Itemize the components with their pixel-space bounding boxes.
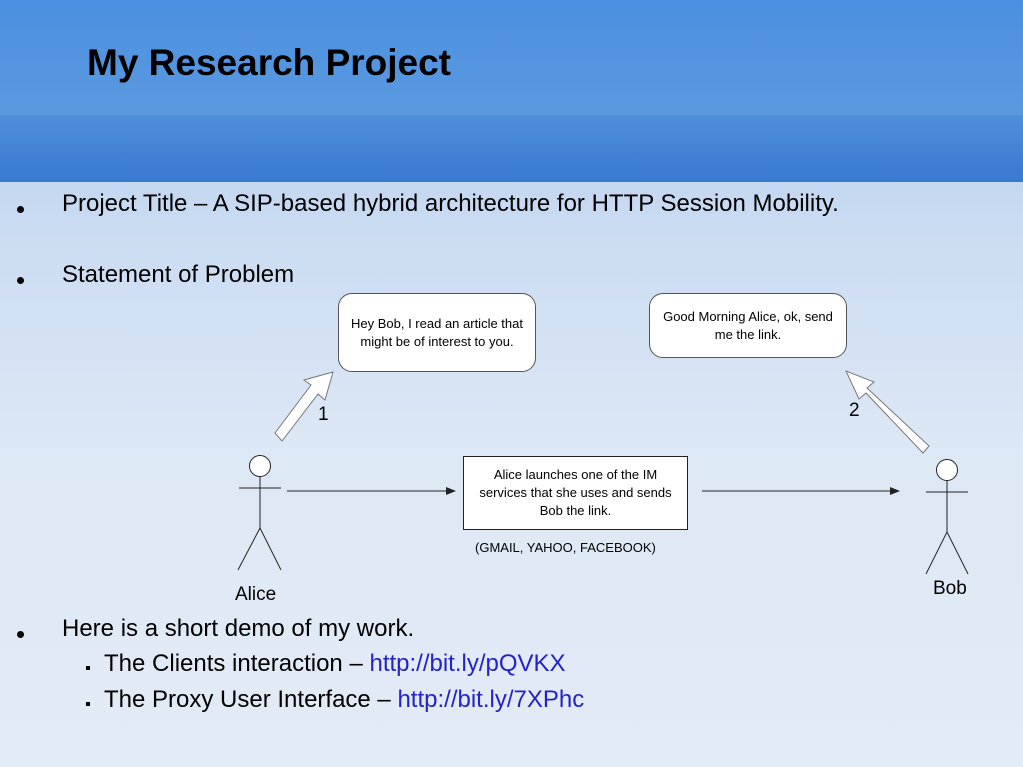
step-2-label: 2	[849, 400, 860, 421]
bullet-dot-1	[17, 206, 24, 213]
block-arrow-2	[845, 370, 930, 454]
bob-speech-bubble: Good Morning Alice, ok, send me the link…	[649, 293, 847, 358]
sub-bullet-marker-1	[86, 666, 90, 670]
sub-bullet-proxy-text: The Proxy User Interface –	[104, 686, 398, 713]
block-arrow-1	[274, 371, 334, 442]
sub-bullet-marker-2	[86, 702, 90, 706]
bullet-demo: Here is a short demo of my work.	[62, 615, 415, 642]
header-band	[0, 115, 1023, 182]
bullet-project-title: Project Title – A SIP-based hybrid archi…	[62, 190, 839, 217]
sub-bullet-proxy: The Proxy User Interface – http://bit.ly…	[104, 686, 584, 714]
sub-bullet-clients-text: The Clients interaction –	[104, 650, 370, 677]
slide-title: My Research Project	[87, 42, 452, 83]
bullet-statement: Statement of Problem	[62, 261, 295, 288]
alice-figure	[237, 455, 282, 571]
bob-figure	[925, 459, 969, 575]
bullet-dot-3	[17, 631, 24, 638]
clients-demo-link[interactable]: http://bit.ly/pQVKX	[369, 650, 566, 677]
bullet-dot-2	[17, 277, 24, 284]
alice-label: Alice	[235, 584, 277, 605]
bob-label: Bob	[933, 578, 967, 599]
proxy-demo-link[interactable]: http://bit.ly/7XPhc	[397, 686, 585, 713]
im-service-box: Alice launches one of the IM services th…	[463, 456, 688, 530]
alice-speech-bubble: Hey Bob, I read an article that might be…	[338, 293, 536, 372]
sub-bullet-clients: The Clients interaction – http://bit.ly/…	[104, 650, 566, 678]
step-1-label: 1	[318, 404, 329, 425]
services-label: (GMAIL, YAHOO, FACEBOOK)	[475, 540, 656, 555]
